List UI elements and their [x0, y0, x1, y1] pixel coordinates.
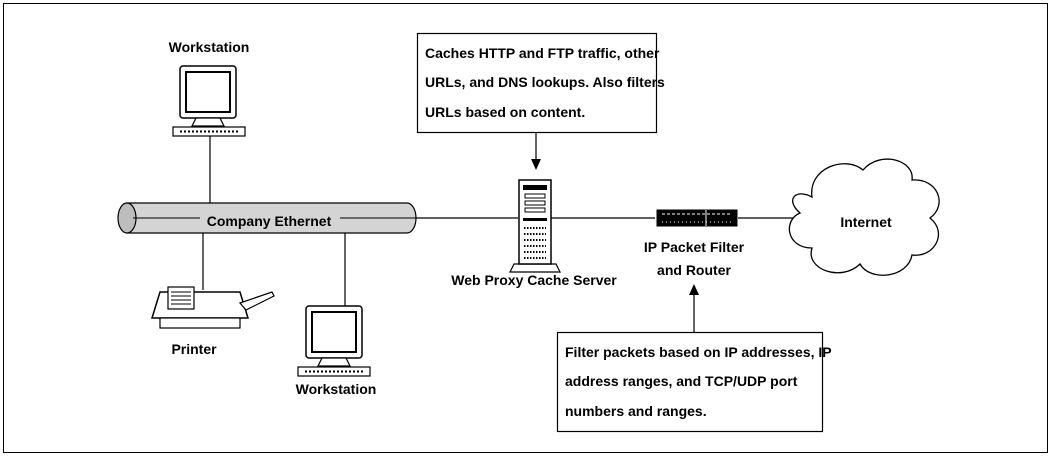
- proxy-server-icon: [509, 179, 561, 273]
- diagram-frame: [3, 3, 1048, 453]
- printer-icon: [150, 286, 275, 329]
- internet-cloud-icon: [788, 158, 940, 276]
- packet-filter-router-icon: [656, 209, 738, 227]
- filter-note-line-1: Filter packets based on IP addresses, IP: [565, 344, 832, 360]
- proxy-server-label: Web Proxy Cache Server: [451, 272, 617, 288]
- workstation-bottom-label: Workstation: [296, 381, 377, 397]
- packet-filter-label-line1: IP Packet Filter: [644, 239, 745, 255]
- company-ethernet-cylinder: [117, 202, 417, 234]
- proxy-note-line-1: Caches HTTP and FTP traffic, other: [425, 45, 660, 61]
- internet-label: Internet: [840, 214, 892, 230]
- filter-note-arrowhead: [689, 284, 699, 295]
- packet-filter-label-line2: and Router: [657, 262, 731, 278]
- workstation-top-label: Workstation: [169, 39, 250, 55]
- proxy-note-line-3: URLs based on content.: [425, 104, 585, 120]
- connection-lines: [202, 136, 795, 306]
- proxy-note-line-2: URLs, and DNS lookups. Also filters: [425, 74, 665, 90]
- filter-note-line-3: numbers and ranges.: [565, 403, 707, 419]
- proxy-note-arrowhead: [531, 159, 541, 170]
- filter-note-line-2: address ranges, and TCP/UDP port: [565, 373, 798, 389]
- filter-note-box: [556, 331, 824, 433]
- workstation-bottom-icon: [297, 305, 371, 377]
- proxy-note-box: [416, 32, 658, 134]
- company-ethernet-label: Company Ethernet: [207, 213, 332, 229]
- printer-label: Printer: [171, 341, 217, 357]
- workstation-top-icon: [172, 65, 246, 137]
